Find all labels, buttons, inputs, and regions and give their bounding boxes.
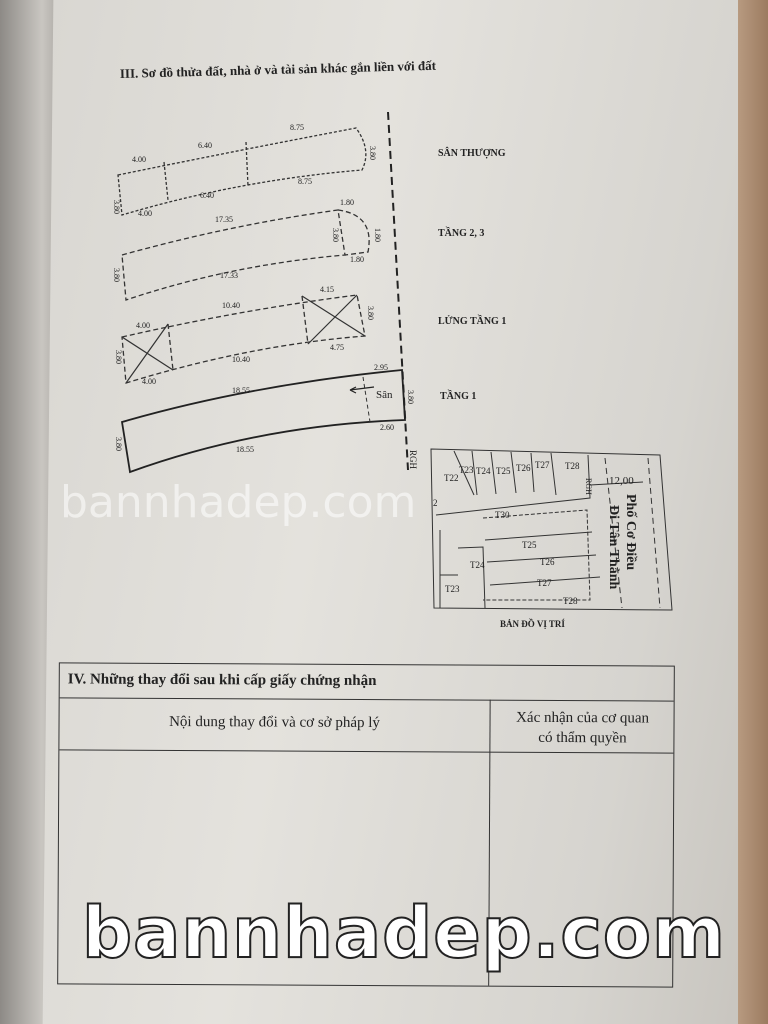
dim: 10.40 [232,355,250,364]
column-header-content: Nội dung thay đổi và cơ sở pháp lý [169,713,380,732]
dim: 1.80 [350,255,364,264]
dim: 3.80 [406,390,415,404]
lot: T26 [516,463,531,473]
lot: T24 [470,560,485,570]
dim: 1.80 [373,228,382,242]
dim: 3.80 [112,268,121,282]
mezzanine-plan [121,294,366,384]
lot: 2 [433,498,438,508]
dim: 1.80 [340,198,354,207]
dim: 18.55 [232,386,250,395]
dim: 2.95 [374,363,388,372]
street-name: Phố Cơ Điều [623,494,638,570]
dim: 8.75 [290,123,304,132]
street-direction: Đi Tân Thành [606,505,621,590]
dim: 10.40 [222,301,240,310]
dim: 3.80 [114,437,123,451]
watermark: bannhadep.com [81,891,726,975]
boundary-label: RGH [408,450,418,470]
divider [59,697,674,702]
floor-label-roof: SÂN THƯỢNG [438,147,506,159]
dim: 2.60 [380,423,394,432]
map-rgh-label: RGH [584,478,593,495]
dim: 6.40 [198,141,212,150]
dim: 4.15 [320,285,334,294]
dim: 3.80 [112,200,121,214]
section3-title: III. Sơ đồ thửa đất, nhà ở và tài sản kh… [120,58,437,81]
lot: T28 [565,461,580,471]
floor-label-1: TẦNG 1 [440,389,476,402]
dim: 3.80 [331,228,340,242]
map-width-label: 12,00 [609,475,634,487]
lot: T30 [495,510,510,520]
dim: 3.80 [366,306,375,320]
arrow-icon [349,386,375,394]
dim: 4.75 [330,343,344,352]
dim: 4.00 [138,209,152,218]
yard-label: Sân [376,389,393,401]
dim: 17.33 [220,271,238,280]
dim: 6.40 [200,191,214,200]
lot: T27 [535,460,550,470]
dim: 4.00 [142,377,156,386]
lot: T23 [445,584,460,594]
column-header-confirmation: Xác nhận của cơ quan có thẩm quyền [491,708,673,749]
floor-label-2-3: TẦNG 2, 3 [438,226,484,239]
yard-divider [362,376,371,423]
lot: T28 [563,596,578,606]
void-cross-marks [121,294,366,384]
dim: 3.80 [114,350,123,364]
dim: 18.55 [236,445,254,454]
roof-plan [117,127,367,216]
lot: T24 [476,466,491,476]
dim: 4.00 [132,155,146,164]
floor-2-3-plan [121,209,370,301]
location-map [430,448,673,611]
dim: 8.75 [298,177,312,186]
map-lot-labels: T22 T23 T24 T25 T26 T27 T28 2 T30 T25 T2… [433,460,580,606]
map-title: BẢN ĐỒ VỊ TRÍ [500,619,565,629]
column-header-line: Xác nhận của cơ quan [516,709,650,727]
lot: T23 [459,465,474,475]
dim: 3.80 [368,146,377,160]
lot: T25 [496,466,511,476]
lot: T26 [540,557,555,567]
lot: T27 [537,578,552,588]
divider [59,749,674,754]
boundary-line [387,111,409,471]
column-header-line: có thẩm quyền [538,729,627,747]
lot: T22 [444,473,459,483]
section4-title: IV. Những thay đổi sau khi cấp giấy chứn… [67,671,377,690]
floor-1-plan [120,369,406,474]
dim: 4.00 [136,321,150,330]
watermark-faint: bannhadep.com [60,477,417,528]
lot: T25 [522,540,537,550]
desk-surface [738,0,768,1024]
dim: 17.35 [215,215,233,224]
floor-label-mezzanine: LỬNG TẦNG 1 [438,314,506,327]
